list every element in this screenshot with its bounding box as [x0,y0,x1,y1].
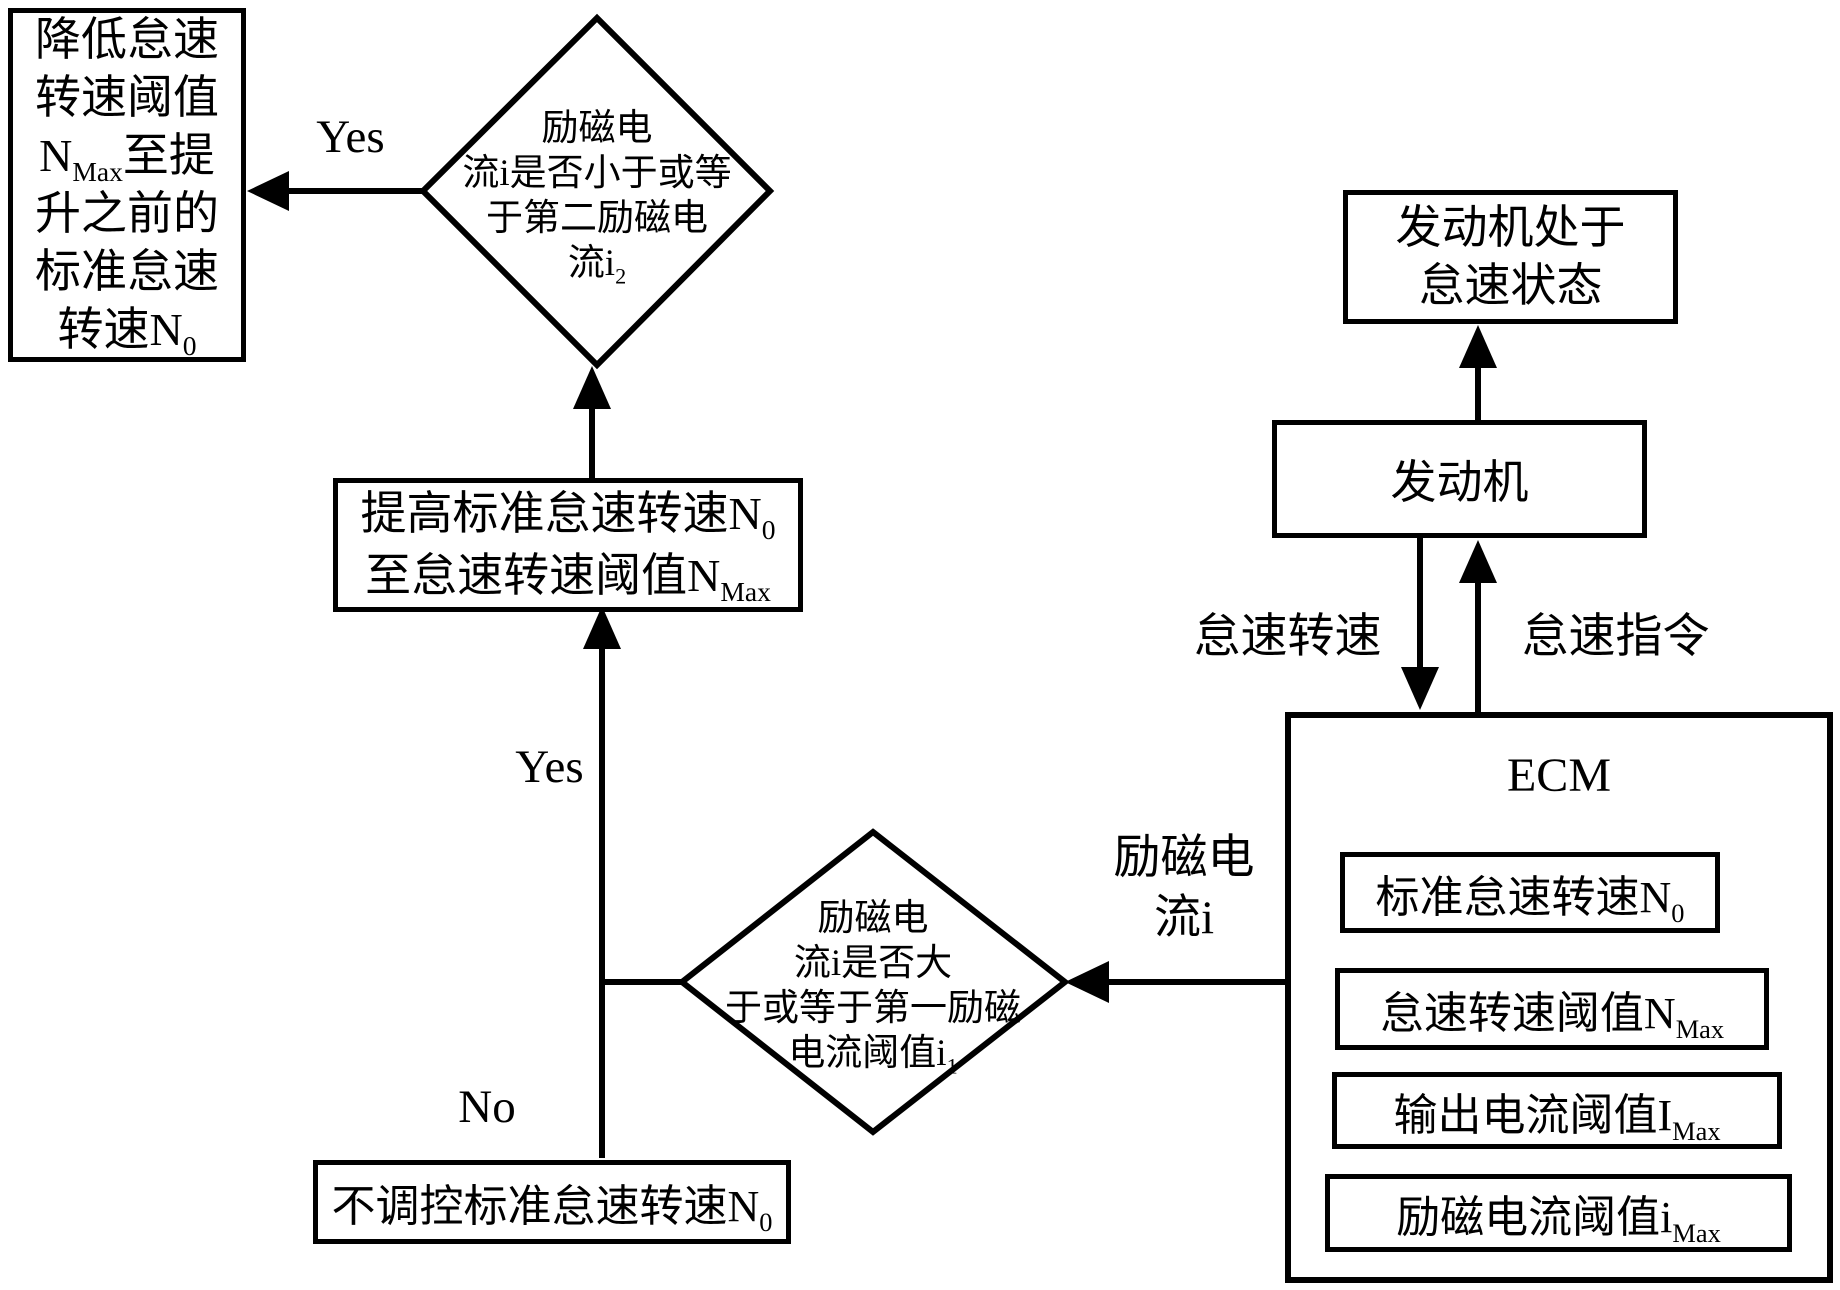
label-yes-top: Yes [316,111,385,163]
box-engine-idle-state: 发动机处于怠速状态 [1343,190,1678,324]
box-engine-idle-state-text: 发动机处于怠速状态 [1395,202,1626,311]
ecm-item-output-current-threshold-text: 输出电流阈值IMax [1393,1090,1721,1146]
label-idle-command: 怠速指令 [1521,611,1710,663]
ecm-item-idle-speed-threshold-text: 怠速转速阈值NMax [1379,989,1725,1044]
box-engine-text: 发动机 [1390,457,1529,508]
decision-diamond-first-current [677,828,1070,1136]
box-no-adjust-text: 不调控标准怠速转速N0 [331,1182,773,1237]
ecm-item-output-current-threshold: 输出电流阈值IMax [1332,1072,1782,1149]
arrowhead-into-raise-box-bottom [583,606,621,649]
box-engine: 发动机 [1272,420,1647,538]
arrowhead-into-diamond2-bottom [573,366,611,409]
ecm-item-excitation-current-threshold-text: 励磁电流阈值iMax [1396,1193,1721,1248]
arrowhead-into-ecm-top [1401,667,1439,710]
ecm-item-excitation-current-threshold: 励磁电流阈值iMax [1325,1174,1792,1252]
decision-diamond-second-current [418,13,775,370]
box-no-adjust: 不调控标准怠速转速N0 [313,1160,791,1244]
arrowhead-into-diamond1-right [1065,961,1109,1003]
ecm-item-idle-speed-threshold: 怠速转速阈值NMax [1335,968,1769,1050]
arrowhead-into-engine-bottom [1459,540,1497,583]
ecm-title: ECM [1506,749,1611,802]
ecm-item-standard-idle-speed: 标准怠速转速N0 [1340,852,1720,933]
label-no: No [458,1081,516,1133]
arrowhead-to-lower-threshold [247,171,289,211]
decision-second-current-text: 励磁电流i是否小于或等于第二励磁电流i2 [462,108,732,289]
label-yes-mid: Yes [515,741,584,793]
label-idle-speed: 怠速转速 [1193,611,1382,663]
ecm-item-standard-idle-speed-text: 标准怠速转速N0 [1375,872,1685,928]
label-excitation-current: 励磁电流i [1113,832,1255,944]
decision-first-current-text: 励磁电流i是否大于或等于第一励磁电流阈值i1 [725,898,1021,1079]
arrowhead-into-idle-state-bottom [1459,325,1497,368]
